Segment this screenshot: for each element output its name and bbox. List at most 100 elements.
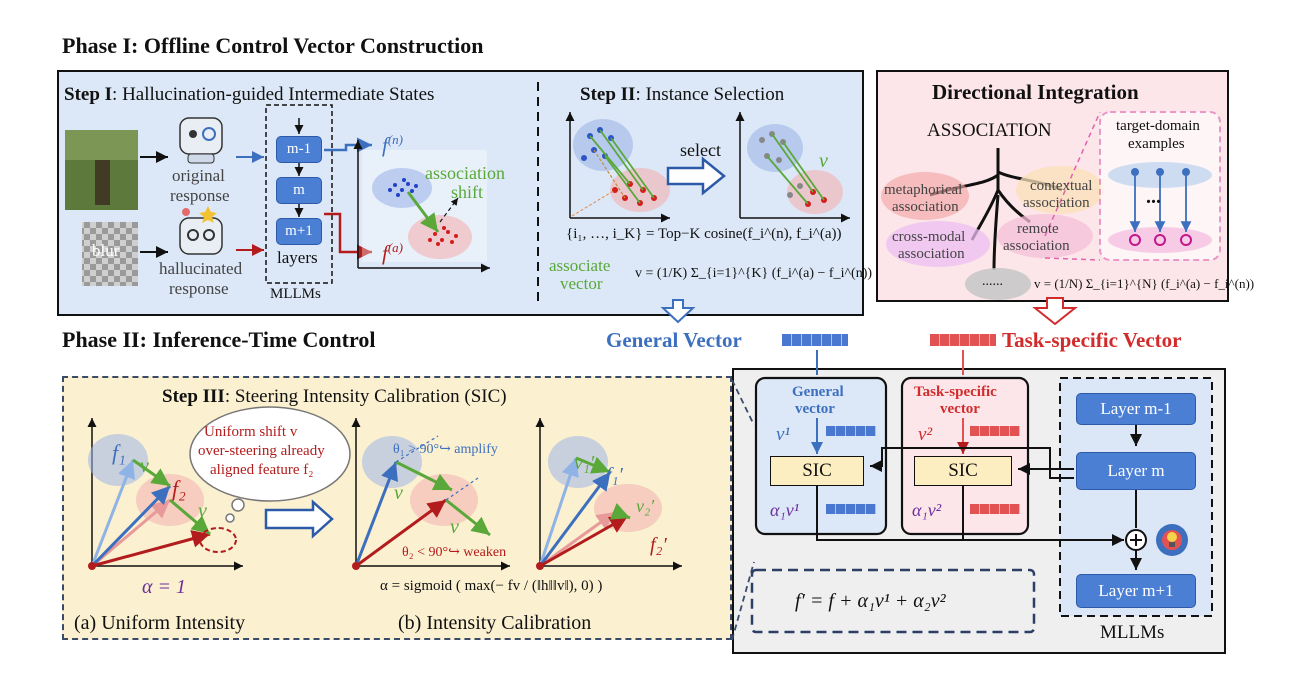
sic-box-task: SIC [914,456,1012,486]
f2-prime-label: f₂′ [650,534,667,556]
original-response-line2: response [170,186,230,205]
fn-symbol: f [382,133,388,157]
step2-formula: v = (1/K) Σ_{i=1}^{K} (f_i^(a) − f_i^(n)… [635,266,873,281]
v-label-b1: v [394,482,403,504]
hallucinated-robot-icon [179,206,223,255]
step1-step2-panel [57,70,864,316]
caption-uniform: (a) Uniform Intensity [74,612,246,634]
topk-formula: {i₁, …, i_K} = Top−K cosine(f_i^(n), f_i… [566,226,842,242]
directional-title: Directional Integration [932,80,1139,104]
hallucinated-response-line1: hallucinated [159,259,243,278]
select-arrow [666,156,726,196]
step3-title: Step III: Steering Intensity Calibration… [162,386,507,408]
target-line2: examples [1128,136,1185,152]
v2-label: v² [918,424,933,445]
phase1-title: Phase I: Offline Control Vector Construc… [62,33,484,58]
step1-title: Step I: Hallucination-guided Intermediat… [64,84,434,106]
step1-title-bold: Step I [64,84,113,105]
cloud-line3: aligned feature f₂ [210,462,314,478]
task-vector-line2: vector [940,401,980,417]
metaphorical-line2: association [892,199,959,215]
layer-m-plus-1-box: m+1 [276,218,322,245]
task-vector-line1: Task-specific [914,384,997,400]
alpha1-v1-bar [826,504,876,514]
blur-image [82,222,138,286]
step2-v-label: v [819,150,828,172]
hallucinated-response-line2: response [169,279,229,298]
original-response-line1: original [172,166,225,185]
task-vector-bar [930,334,996,346]
associate-vector-line2: vector [560,274,603,293]
thought-cloud [189,406,351,523]
v-label-a1: v [140,455,149,477]
gear-lightbulb-icon [1156,524,1188,556]
layer-m-1-box: m-1 [276,136,322,163]
crossmodal-line2: association [898,246,965,262]
alpha1-v2-label: α₁v² [912,500,942,520]
ellipsis-blob [965,268,1031,300]
crossmodal-line1: cross-modal [892,229,966,245]
fa-label: f(a) [382,240,403,266]
association-root: ASSOCIATION [927,120,1052,141]
robot-icon [179,117,223,164]
caption-calibration: (b) Intensity Calibration [398,612,592,634]
layers-caption: layers [277,248,318,267]
general-vector-line1: General [792,384,844,400]
cloud-line1: Uniform shift v [204,424,298,440]
association-shift-line1: association [425,163,505,183]
fa-superscript: (a) [387,240,404,255]
ellipsis-label: ...... [982,274,1003,289]
alpha1-v2-bar [970,504,1020,514]
step3-title-bold: Step III [162,386,225,407]
associate-vector-line1: associate [549,256,611,275]
metaphorical-blob [881,172,969,220]
target-dots: ... [1146,186,1161,208]
cluster-red [428,226,458,246]
step1-title-rest: : Hallucination-guided Intermediate Stat… [112,84,435,105]
fa-symbol: f [382,241,388,265]
step2-title-bold: Step II [580,84,636,105]
fn-superscript: (n) [387,132,404,147]
target-line1: target-domain [1116,118,1200,134]
inference-layer-m: Layer m [1076,452,1196,490]
select-label: select [680,140,721,160]
association-shift-line2: shift [451,182,484,202]
cluster-blue [388,178,418,197]
alpha-equals-one: α = 1 [142,576,186,598]
general-vector-line2: vector [795,401,835,417]
v1-label: v¹ [776,424,791,445]
step2-title: Step II: Instance Selection [580,84,784,106]
directional-formula: v = (1/N) Σ_{i=1}^{N} (f_i^(a) − f_i^(n)… [1034,276,1255,291]
general-vector-bar [782,334,848,346]
v1-prime-label: v₁′ [574,452,595,474]
task-vector-label: Task-specific Vector [1002,328,1182,352]
f2-label-a: f₂ [172,476,186,501]
f1-prime-label: f₁′ [606,464,623,486]
f1-label-a: f₁ [112,440,126,465]
inference-mllms: MLLMs [1100,622,1165,643]
target-domain-arrows [1129,168,1192,246]
task-down-arrow [1032,297,1078,326]
remote-line1: remote [1017,221,1059,237]
contextual-line2: association [1023,195,1090,211]
general-down-arrow [660,299,696,324]
layer-m-box: m [276,177,322,204]
cloud-line2: over-steering already [198,443,325,459]
mllms-caption-step1: MLLMs [270,286,321,302]
step3-title-rest: : Steering Intensity Calibration (SIC) [224,386,507,407]
alpha-sigmoid-formula: α = sigmoid ( max(− fv / (‖h‖‖v‖), 0) ) [380,578,603,594]
phase2-title: Phase II: Inference-Time Control [62,327,376,352]
contextual-blob [1016,166,1104,214]
crossmodal-blob [886,221,990,267]
theta1-label: θ₁ > 90°↪ amplify [393,442,498,457]
alpha1-v1-label: α₁v¹ [770,500,800,520]
remote-line2: association [1003,238,1070,254]
step2-title-rest: : Instance Selection [635,84,785,105]
inference-layer-m-1: Layer m-1 [1076,393,1196,425]
contextual-line1: contextual [1030,178,1093,194]
v2-prime-label: v₂′ [636,496,655,516]
sic-box-general: SIC [770,456,864,486]
fprime-formula: f′ = f + α₁v¹ + α₂v² [795,590,946,612]
v-label-a2: v [198,500,207,522]
v2-bar [970,426,1020,436]
